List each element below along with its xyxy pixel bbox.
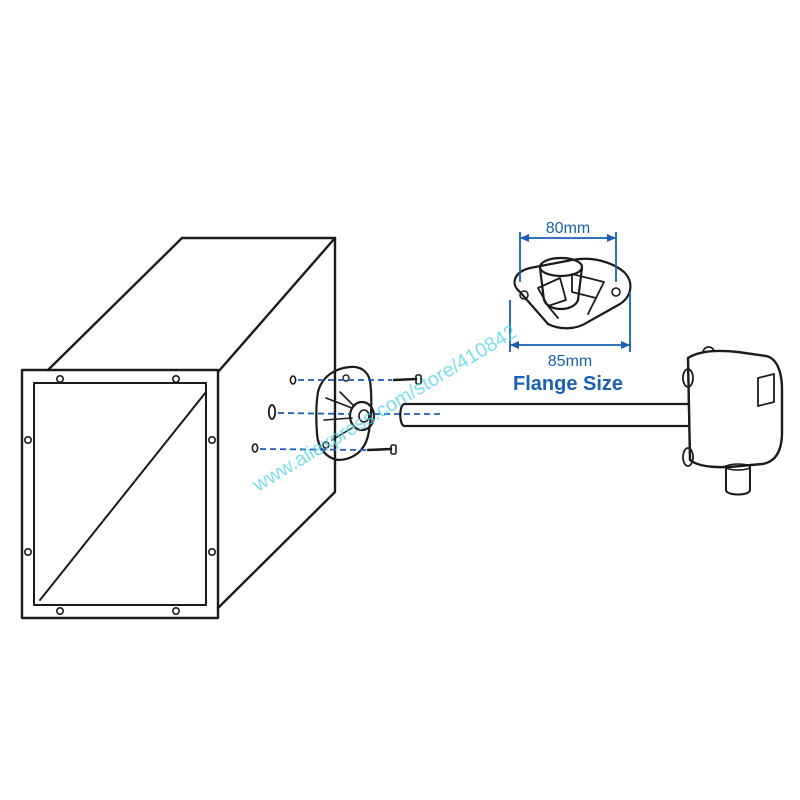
- housing-lug-top: [682, 368, 694, 388]
- flange-screw-hole: [322, 441, 330, 449]
- dimension-80mm: [519, 232, 617, 282]
- housing-top-lug: [702, 346, 715, 353]
- flange-detail: [513, 256, 632, 330]
- mounted-flange: [315, 365, 376, 462]
- flange-screw-hole: [342, 374, 350, 382]
- housing-lug-bottom: [682, 447, 694, 467]
- dimension-85mm: [509, 292, 631, 352]
- store-watermark: www.aliexpress.com/store/410842: [248, 321, 520, 497]
- duct-body-outline: [46, 236, 337, 610]
- screw-hole-top: [289, 375, 297, 385]
- flange-collar: [348, 400, 376, 432]
- detail-screw-hole-left: [519, 290, 529, 300]
- cable-gland: [725, 463, 751, 471]
- transmitter-housing: [682, 346, 784, 496]
- flange-bolt-holes: [23, 374, 217, 615]
- housing-lid-edge: [687, 357, 691, 461]
- duct-flange-inner: [33, 382, 207, 606]
- duct-flange-outer: [20, 368, 220, 620]
- mounting-hardware: [251, 374, 422, 455]
- housing-window: [757, 373, 775, 407]
- screw-top: [392, 374, 422, 385]
- duct: [20, 236, 337, 620]
- dimension-label-80mm: 80mm: [546, 220, 590, 237]
- screw-bottom: [366, 444, 397, 455]
- duct-diagonal: [39, 391, 207, 601]
- probe-hole: [267, 404, 277, 420]
- detail-collar-top: [538, 256, 584, 278]
- flange-size-caption: Flange Size: [513, 373, 623, 395]
- duct-top-right-edge: [216, 236, 337, 374]
- screw-hole-bottom: [251, 443, 259, 453]
- alignment-lines: [259, 379, 440, 451]
- sensor-probe-tube: [399, 402, 690, 428]
- flange-collar-bore: [358, 409, 370, 423]
- dimension-label-85mm: 85mm: [548, 353, 592, 370]
- detail-screw-hole-right: [611, 287, 621, 297]
